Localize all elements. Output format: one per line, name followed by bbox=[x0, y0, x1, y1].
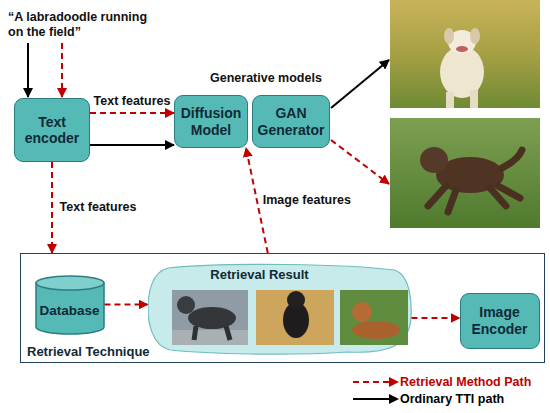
dog-body bbox=[440, 46, 484, 98]
legend-line bbox=[353, 398, 390, 400]
legend-row: Ordinary TTI path bbox=[352, 392, 504, 406]
model-box: Diffusion Model bbox=[174, 95, 248, 148]
dog-tail bbox=[502, 150, 522, 168]
node-label: Retrieval Technique bbox=[27, 344, 150, 359]
flow-connector bbox=[105, 304, 148, 306]
dog-leg bbox=[446, 92, 454, 108]
photo-background bbox=[340, 290, 408, 345]
dog-head bbox=[448, 30, 476, 54]
flow-connector bbox=[90, 144, 174, 146]
flow-connector bbox=[246, 148, 268, 253]
legend-text: Retrieval Method Path bbox=[400, 375, 531, 389]
flow-connector bbox=[51, 162, 53, 253]
dog-ear bbox=[444, 28, 454, 44]
prompt-text: “A labradoodle running on the field” bbox=[8, 10, 160, 40]
dog-head bbox=[352, 302, 372, 322]
dog-body bbox=[283, 302, 309, 338]
node-label: Diffusion Model bbox=[178, 105, 244, 137]
legend-sample bbox=[352, 393, 400, 405]
output-photo bbox=[390, 0, 540, 108]
dog-tongue bbox=[456, 46, 468, 52]
flow-connector bbox=[90, 112, 174, 114]
dog-body bbox=[352, 321, 400, 339]
group-label: Generative models bbox=[210, 71, 340, 86]
output-arrow bbox=[331, 60, 389, 108]
photo-background bbox=[390, 0, 540, 108]
output-photo bbox=[390, 118, 540, 228]
node-label: Database bbox=[39, 303, 99, 318]
encoder-box: Text encoder bbox=[14, 98, 90, 162]
group-band: Retrieval Technique Database Retrieval Res… bbox=[20, 253, 545, 363]
dog-body bbox=[188, 307, 236, 329]
legend-line bbox=[353, 381, 390, 383]
legend-sample bbox=[352, 376, 400, 388]
output-arrow bbox=[331, 140, 389, 184]
flow-connector bbox=[412, 317, 460, 319]
photo-background bbox=[172, 290, 248, 345]
cylinder-top bbox=[36, 276, 104, 290]
photo-background bbox=[390, 118, 540, 228]
node-label: Image Encoder bbox=[464, 304, 536, 336]
edge-label: Image features bbox=[263, 193, 351, 208]
edge-label: Text features bbox=[60, 200, 137, 215]
encoder-box: Image Encoder bbox=[460, 293, 540, 349]
dog-body bbox=[436, 157, 504, 193]
legend-text: Ordinary TTI path bbox=[400, 392, 504, 406]
legend-arrow-head bbox=[389, 394, 399, 404]
legend-arrow-head bbox=[389, 377, 399, 387]
retrieved-photo bbox=[340, 290, 408, 345]
dog-head bbox=[420, 147, 448, 173]
legend-row: Retrieval Method Path bbox=[352, 375, 531, 389]
result-region: Retrieval Result bbox=[148, 262, 412, 356]
edge-label: Text features bbox=[94, 94, 171, 109]
retrieved-photo bbox=[172, 290, 248, 345]
node-label: Text encoder bbox=[18, 114, 86, 146]
region-shape bbox=[148, 264, 411, 354]
dog-head bbox=[177, 296, 195, 314]
node-label: Retrieval Result bbox=[148, 267, 412, 282]
dog-leg bbox=[194, 326, 230, 340]
photo-ground bbox=[172, 330, 248, 345]
node-label: GAN Generator bbox=[256, 105, 326, 137]
dog-leg bbox=[470, 90, 478, 108]
retrieved-photo bbox=[256, 290, 334, 345]
photo-background bbox=[256, 290, 334, 345]
model-box: GAN Generator bbox=[252, 95, 330, 148]
dog-leg bbox=[428, 186, 520, 212]
input-arrow bbox=[61, 43, 63, 97]
dog-ear bbox=[470, 28, 480, 44]
database-cylinder: Database bbox=[35, 275, 105, 335]
input-arrow bbox=[27, 43, 29, 97]
dog-head bbox=[287, 291, 305, 309]
